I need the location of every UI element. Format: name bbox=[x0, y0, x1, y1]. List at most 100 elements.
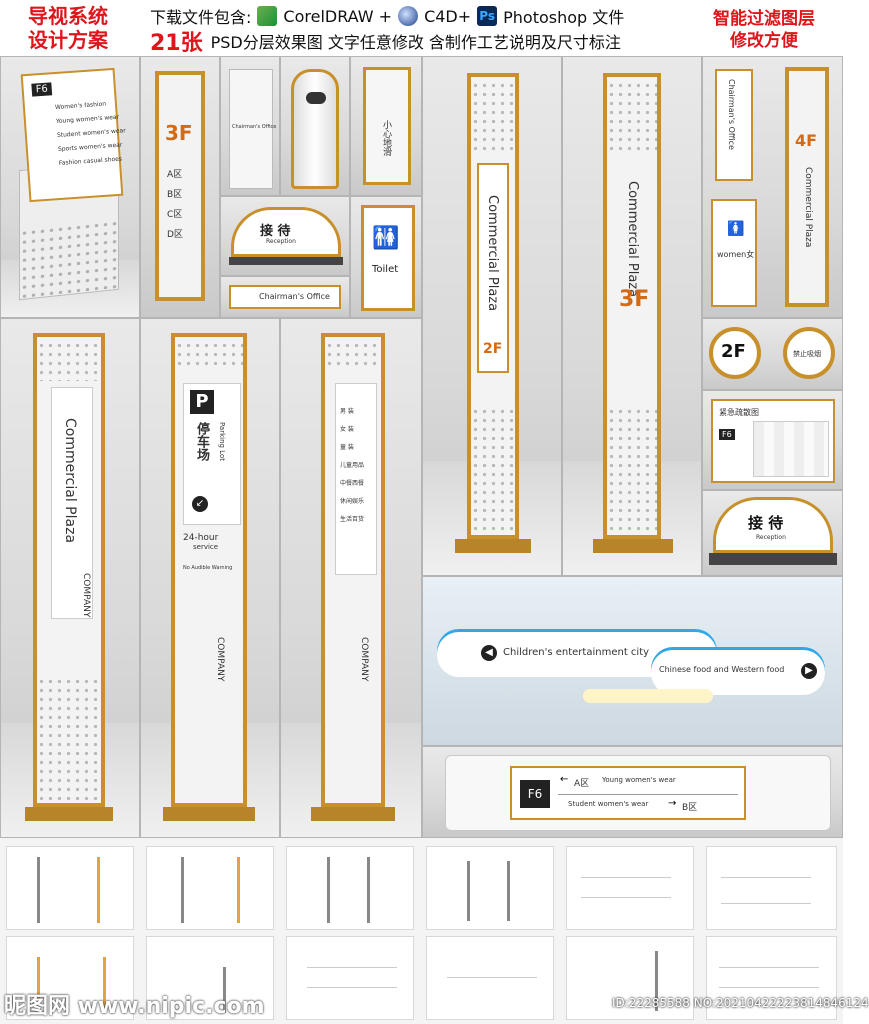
coreldraw-icon bbox=[257, 6, 278, 26]
pattern bbox=[607, 407, 657, 533]
drawing-line bbox=[655, 951, 658, 1011]
directory-panel: 男 装 女 装 童 装 儿童用品 中餐西餐 休闲娱乐 生活百货 bbox=[335, 383, 377, 575]
panel-reception-small: 接 待 Reception bbox=[220, 196, 350, 276]
tall-2f-panel: Commercial Plaza 2F bbox=[477, 163, 509, 373]
tower-plaza: Commercial Plaza COMPANY bbox=[33, 333, 105, 807]
drawing-line bbox=[367, 857, 370, 923]
arrow-left-icon: ◀ bbox=[481, 645, 497, 661]
tower-parking: P 停车场 Parking Lot ↙ 24-hour service No A… bbox=[171, 333, 247, 807]
c4d-icon bbox=[398, 6, 419, 26]
thumbnail bbox=[706, 846, 837, 930]
thumbnail bbox=[6, 846, 134, 930]
plaza-4f-text: Commercial Plaza bbox=[803, 167, 813, 248]
chairman-vertical-text: Chairman's Office bbox=[727, 79, 736, 150]
directory-company: COMPANY bbox=[359, 637, 369, 682]
panel-tower-directory: 男 装 女 装 童 装 儿童用品 中餐西餐 休闲娱乐 生活百货 COMPANY bbox=[280, 318, 422, 838]
tall-3f-totem: Commercial Plaza 3F bbox=[603, 73, 661, 539]
kiosk-line: Women's fashion bbox=[54, 100, 107, 112]
thumbnail bbox=[286, 846, 414, 930]
tower-plaza-panel: Commercial Plaza bbox=[51, 387, 93, 619]
image-id-text: ID:22285588 NO:20210422223814846124 bbox=[612, 996, 869, 1010]
trash-opening bbox=[306, 92, 326, 104]
photoshop-label: Photoshop 文件 bbox=[503, 8, 625, 27]
render-collage: F6 Women's fashion Young women's wear St… bbox=[0, 56, 843, 838]
pattern bbox=[175, 341, 243, 371]
tall-3f-text: Commercial Plaza bbox=[625, 181, 640, 298]
drawing-line bbox=[327, 857, 330, 923]
chairman-vertical-plate: Chairman's Office bbox=[715, 69, 753, 181]
thumbnail bbox=[566, 846, 694, 930]
tall-3f-floor: 3F bbox=[619, 287, 650, 312]
drawing-line bbox=[719, 987, 819, 988]
drawing-line bbox=[181, 857, 184, 923]
pattern bbox=[37, 677, 101, 801]
panel-wall-sign: F6 ← A区 Young women's wear Student women… bbox=[422, 746, 843, 838]
tower-directory-base bbox=[311, 807, 395, 821]
pattern bbox=[37, 341, 101, 381]
feature-row: 21张 PSD分层效果图 文字任意修改 含制作工艺说明及尺寸标注 bbox=[150, 28, 695, 56]
evac-map-plan bbox=[753, 421, 829, 477]
download-prefix: 下载文件包含: bbox=[150, 8, 252, 27]
header-banner: 导视系统 设计方案 下载文件包含: CorelDRAW + C4D+ Ps Ph… bbox=[0, 0, 843, 56]
tall-3f-base bbox=[593, 539, 673, 553]
pattern bbox=[325, 341, 381, 371]
plaza-4f-totem: 4F Commercial Plaza bbox=[785, 67, 829, 307]
pattern bbox=[471, 81, 515, 151]
tall-2f-totem: Commercial Plaza 2F bbox=[467, 73, 519, 539]
round-2f-sign: 2F bbox=[709, 327, 761, 379]
parking-service: service bbox=[193, 543, 219, 551]
women-label: women女 bbox=[717, 250, 755, 259]
directory-row: 男 装 bbox=[340, 408, 354, 415]
round-nosmoke-text: 禁止吸烟 bbox=[793, 350, 821, 358]
trash-bin bbox=[291, 69, 339, 189]
thumbnail bbox=[706, 936, 837, 1020]
woman-icon: 🚺 bbox=[727, 221, 745, 237]
toilet-sign: 🚻 Toilet bbox=[361, 205, 415, 311]
ceiling-right-text: Chinese food and Western food bbox=[659, 665, 785, 674]
drawing-line bbox=[581, 897, 671, 898]
evac-map-floor: F6 bbox=[719, 429, 735, 440]
stand-item: D区 bbox=[167, 230, 183, 240]
drawing-line bbox=[307, 987, 397, 988]
drawing-line bbox=[237, 857, 240, 923]
thumbnail bbox=[426, 936, 554, 1020]
arrow-right-icon: → bbox=[668, 798, 677, 809]
ceiling-light bbox=[583, 689, 713, 703]
reception-big-base bbox=[709, 553, 837, 565]
tower-plaza-base bbox=[25, 807, 113, 821]
arrow-right-icon: ▶ bbox=[801, 663, 817, 679]
panel-tower-plaza: Commercial Plaza COMPANY bbox=[0, 318, 140, 838]
panel-caution-sign: 小心地滑 bbox=[350, 56, 422, 196]
directory-row: 生活百货 bbox=[340, 516, 365, 523]
thumbnail bbox=[286, 936, 414, 1020]
drawing-line bbox=[447, 977, 537, 978]
office-plate: Chairman's Office bbox=[229, 285, 341, 309]
wall-sign-row2: Student women's wear bbox=[568, 800, 649, 808]
stand-3f: 3F A区 B区 C区 D区 bbox=[155, 71, 205, 301]
banner-stand: Chairman's Office bbox=[229, 69, 276, 189]
reception-small-base bbox=[229, 257, 343, 265]
evac-map-board: 紧急疏散图 F6 bbox=[711, 399, 835, 483]
plaza-4f-floor: 4F bbox=[795, 131, 818, 150]
tall-2f-base bbox=[455, 539, 531, 553]
parking-hours: 24-hour bbox=[183, 533, 219, 543]
directory-row: 休闲娱乐 bbox=[340, 498, 365, 505]
kiosk-line: Young women's wear bbox=[55, 113, 120, 126]
panel-office-plate: Chairman's Office bbox=[220, 276, 350, 318]
kiosk-board: F6 Women's fashion Young women's wear St… bbox=[20, 67, 126, 203]
software-row: 下载文件包含: CorelDRAW + C4D+ Ps Photoshop 文件 bbox=[150, 4, 695, 28]
directory-row: 儿童用品 bbox=[340, 462, 365, 469]
reception-small-title: 接 待 bbox=[260, 224, 291, 239]
coreldraw-label: CorelDRAW + bbox=[283, 6, 393, 26]
caution-sign: 小心地滑 bbox=[363, 67, 411, 185]
drawing-line bbox=[719, 967, 819, 968]
wall-sign-divider bbox=[558, 794, 738, 795]
drawing-line bbox=[721, 903, 811, 904]
panel-ceiling-sign: ◀ Children's entertainment city Chinese … bbox=[422, 576, 843, 746]
kiosk-pattern bbox=[20, 218, 118, 300]
stand-floor-number: 3F bbox=[165, 121, 193, 145]
reception-small-board: 接 待 Reception bbox=[231, 207, 341, 257]
thumbnail bbox=[146, 936, 274, 1020]
c4d-label: C4D+ bbox=[424, 6, 472, 26]
drawing-line bbox=[307, 967, 397, 968]
